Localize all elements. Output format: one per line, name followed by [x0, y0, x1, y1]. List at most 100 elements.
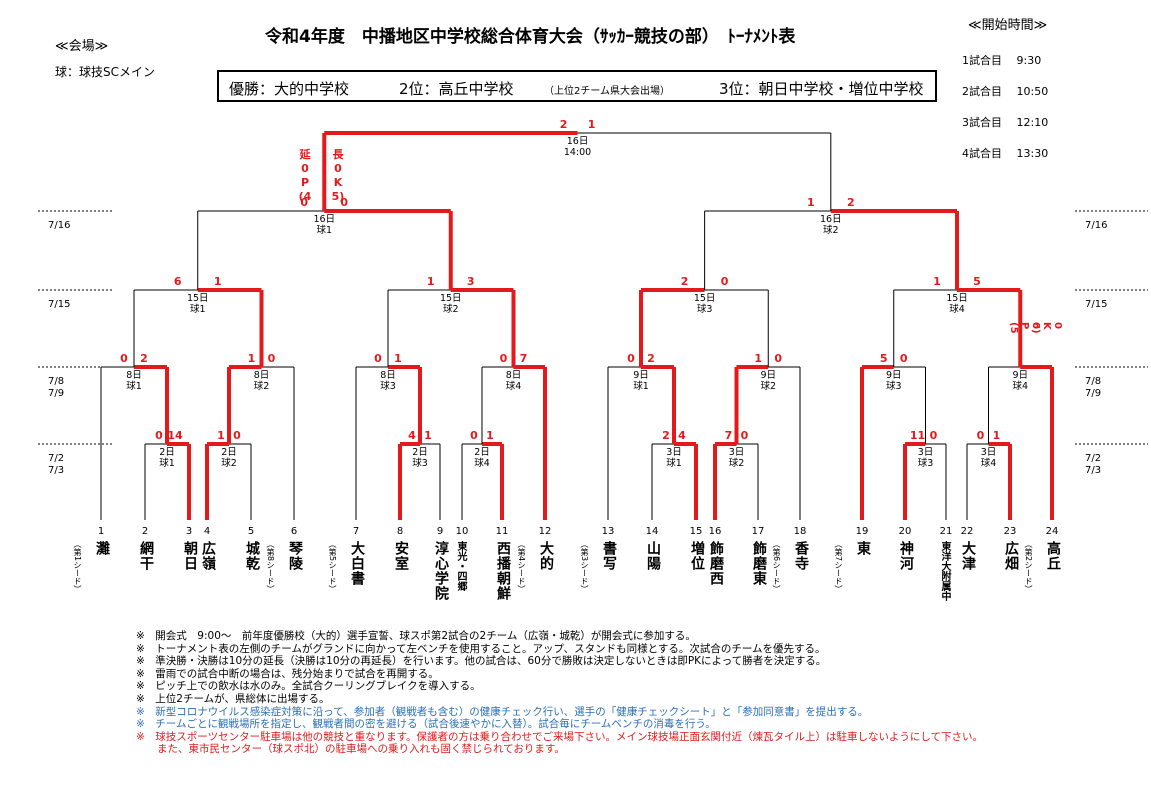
match-score: 1 [426, 275, 435, 288]
third-place: 3位：朝日中学校・増位中学校 [719, 80, 924, 98]
team-number: 23 [1003, 526, 1017, 537]
match-info: 15日 球4 [946, 293, 968, 315]
match-score: 0 [720, 275, 729, 288]
team-name: 大的 [538, 541, 554, 571]
team-name: 琴陵 [287, 541, 303, 571]
page-title: 令和4年度 中播地区中学校総合体育大会（ｻｯｶｰ競技の部） ﾄｰﾅﾒﾝﾄ表 [265, 27, 796, 47]
match-score: 1 [486, 429, 494, 442]
team-number: 9 [436, 526, 444, 537]
round-date: 7/3 [48, 465, 65, 476]
seed-label: （第5シード） [328, 540, 337, 594]
note-line: ※ 上位2チームが、県総体に出場する。 [136, 693, 330, 705]
note-line: ※ 新型コロナウイルス感染症対策に沿って、参加者（観戦者も含む）の健康チェック行… [136, 705, 869, 718]
round-date: 7/8 [48, 376, 65, 387]
start-time-row: 2試合目 10:50 [962, 85, 1049, 98]
match-score: 1 [247, 352, 256, 365]
team-name: 広嶺 [200, 541, 216, 571]
team-name: 灘 [94, 541, 110, 556]
seed-label: （第6シード） [772, 540, 781, 594]
match-score: 2 [647, 352, 655, 365]
team-number: 21 [939, 526, 953, 537]
team-number: 13 [601, 526, 615, 537]
match-info: 9日 球1 [633, 370, 649, 392]
team-name: 安室 [393, 541, 409, 571]
extra-time-left: 延 0 P (4 [298, 148, 312, 203]
note-line: ※ 雷雨での試合中断の場合は、残分始まりで試合を再開する。 [136, 667, 439, 680]
match-score: 1 [992, 429, 1001, 442]
round-date: 7/16 [1085, 220, 1108, 231]
match-score: 1 [213, 275, 222, 288]
team-name: 山陽 [645, 541, 661, 571]
match-score: 0 [740, 429, 749, 442]
match-score: 0 [774, 352, 783, 365]
note-line: ※ ピッチ上での飲水は水のみ。全試合クーリングブレイクを導入する。 [136, 680, 481, 693]
team-number: 19 [855, 526, 869, 537]
match-info: 9日 球3 [885, 370, 902, 392]
match-info: 15日 球3 [693, 293, 716, 315]
venue-text: 球：球技SCメイン [55, 65, 155, 79]
team-number: 10 [455, 526, 469, 537]
match-info: 16日 球2 [820, 214, 842, 236]
team-name: 朝日 [182, 541, 198, 571]
team-name: 東 [855, 541, 871, 556]
start-time-row: 3試合目 12:10 [962, 116, 1049, 129]
pk-detail-right: 0 K 6) [1030, 322, 1063, 334]
match-info: 2日 球4 [474, 447, 490, 469]
team-number: 5 [247, 526, 255, 537]
match-score: 0 [976, 429, 985, 442]
match-info: 8日 球1 [126, 370, 142, 392]
match-score: 0 [470, 429, 478, 442]
match-info: 8日 球3 [380, 370, 396, 392]
team-name: 広畑 [1003, 541, 1019, 571]
round-date: 7/16 [48, 220, 71, 231]
team-number: 18 [793, 526, 807, 537]
match-info: 2日 球1 [159, 447, 175, 469]
team-name: 書写 [601, 541, 617, 571]
round-date: 7/2 [48, 453, 65, 464]
match-info: 3日 球1 [666, 447, 682, 469]
match-score: 0 [120, 352, 128, 365]
team-number: 3 [185, 526, 193, 537]
match-info: 3日 球2 [728, 447, 745, 469]
team-name: 香寺 [793, 541, 809, 571]
team-name: 神河 [898, 541, 914, 571]
second-place: 2位：高丘中学校 [399, 80, 514, 98]
team-number: 22 [960, 526, 974, 537]
team-name: 大白書 [349, 541, 365, 586]
match-score: 2 [662, 429, 670, 442]
match-score: 0 [374, 352, 382, 365]
match-info: 16日 14:00 [563, 136, 592, 158]
match-score: 6 [173, 275, 182, 288]
match-score: 0 [627, 352, 635, 365]
results-box: 優勝：大的中学校 2位：高丘中学校 （上位2チーム県大会出場） 3位：朝日中学校… [217, 70, 937, 102]
seed-label: （第8シード） [266, 540, 275, 594]
team-number: 8 [396, 526, 404, 537]
match-info: 2日 球3 [412, 447, 428, 469]
extra-time-right: 長 0 K 5) [331, 148, 345, 203]
start-time-row: 4試合目 13:30 [962, 147, 1049, 160]
match-score: 11 [909, 429, 926, 442]
team-number: 20 [898, 526, 912, 537]
match-score: 4 [678, 429, 686, 442]
match-info: 16日 球1 [313, 214, 336, 236]
match-info: 15日 球1 [186, 293, 209, 315]
note-line: また、東市民センター（球スポ北）の駐車場への乗り入れも固く禁じられております。 [136, 743, 565, 756]
match-info: 2日 球2 [221, 447, 237, 469]
note-line: ※ 開会式 9:00～ 前年度優勝校（大的）選手宣誓、球スポ第2試合の2チーム（… [136, 630, 696, 642]
team-name: 淳心学院 [433, 541, 449, 601]
match-info: 15日 球2 [439, 293, 462, 315]
team-name: 飾磨西 [708, 541, 724, 586]
match-score: 7 [724, 429, 733, 442]
team-number: 1 [97, 526, 105, 537]
start-time-row: 1試合目 9:30 [962, 54, 1042, 67]
match-score: 2 [559, 118, 568, 131]
match-score: 0 [233, 429, 241, 442]
match-score: 2 [846, 196, 855, 209]
match-score: 1 [587, 118, 596, 131]
seed-label: （第1シード） [73, 540, 82, 594]
round-date: 7/15 [48, 299, 71, 310]
match-score: 1 [806, 196, 815, 209]
match-score: 1 [217, 429, 225, 442]
time-heading: ≪開始時間≫ [968, 18, 1048, 33]
team-name: 高丘 [1045, 541, 1061, 571]
